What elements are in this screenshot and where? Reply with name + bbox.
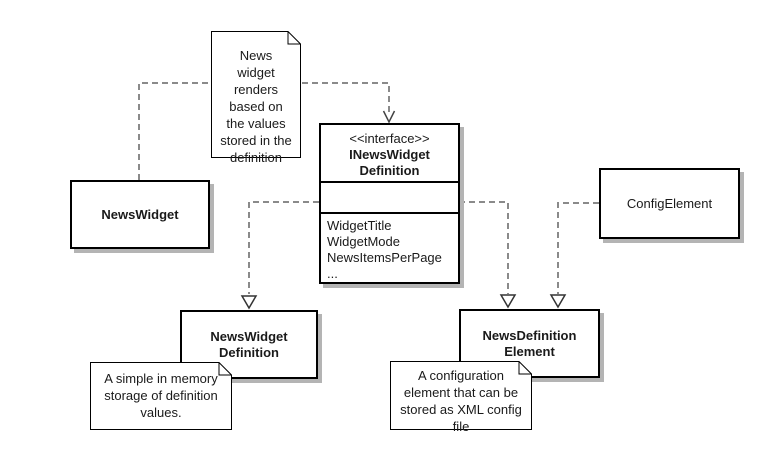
interface-name-line1: INewsWidget xyxy=(349,147,430,162)
interface-name-line2: Definition xyxy=(359,163,420,178)
interface-header: <<interface>> INewsWidget Definition xyxy=(321,125,458,181)
realization-arrow-interface-to-newsdefinitionelement xyxy=(459,201,517,309)
folded-corner-icon xyxy=(287,31,301,45)
interface-inewswidgetdefinition: <<interface>> INewsWidget Definition Wid… xyxy=(319,123,460,284)
class-name-line1: NewsDefinition xyxy=(482,327,577,343)
hollow-triangle-arrowhead-icon xyxy=(499,294,517,309)
note-shape xyxy=(90,362,232,430)
folded-corner-icon xyxy=(218,362,232,376)
note-text: A simple in memory storage of definition… xyxy=(104,371,218,420)
class-newsdefinitionelement: NewsDefinition Element xyxy=(459,309,600,378)
stereotype-label: <<interface>> xyxy=(349,131,430,146)
attribute: WidgetMode xyxy=(327,234,400,249)
realization-arrow-configelement-to-newsdefinitionelement xyxy=(549,202,599,309)
class-configelement: ConfigElement xyxy=(599,168,740,239)
class-name-line2: Element xyxy=(504,343,555,359)
realization-arrow-interface-to-newswidgetdefinition xyxy=(240,201,319,310)
note-xml-config-element: A configuration element that can be stor… xyxy=(390,361,532,434)
attribute: ... xyxy=(327,266,338,281)
class-name-line1: NewsWidget xyxy=(210,328,288,344)
folded-corner-icon xyxy=(518,361,532,375)
note-shape xyxy=(390,361,532,430)
attribute: WidgetTitle xyxy=(327,218,392,233)
interface-attributes-compartment: WidgetTitle WidgetMode NewsItemsPerPage … xyxy=(321,212,458,282)
note-text: A configuration element that can be stor… xyxy=(400,368,522,434)
open-arrowhead-icon xyxy=(382,110,396,124)
note-news-widget-renders: News widget renders based on the values … xyxy=(211,31,301,165)
class-name: ConfigElement xyxy=(626,195,713,211)
note-in-memory-storage: A simple in memory storage of definition… xyxy=(90,362,232,430)
attribute: NewsItemsPerPage xyxy=(327,250,442,265)
hollow-triangle-arrowhead-icon xyxy=(549,294,567,309)
note-shape xyxy=(211,31,301,158)
hollow-triangle-arrowhead-icon xyxy=(240,295,258,310)
interface-operations-compartment xyxy=(321,181,458,212)
class-name: NewsWidget xyxy=(101,206,179,222)
class-newswidget: NewsWidget xyxy=(70,180,210,249)
class-name-line2: Definition xyxy=(219,344,279,360)
note-text: News widget renders based on the values … xyxy=(220,48,292,165)
